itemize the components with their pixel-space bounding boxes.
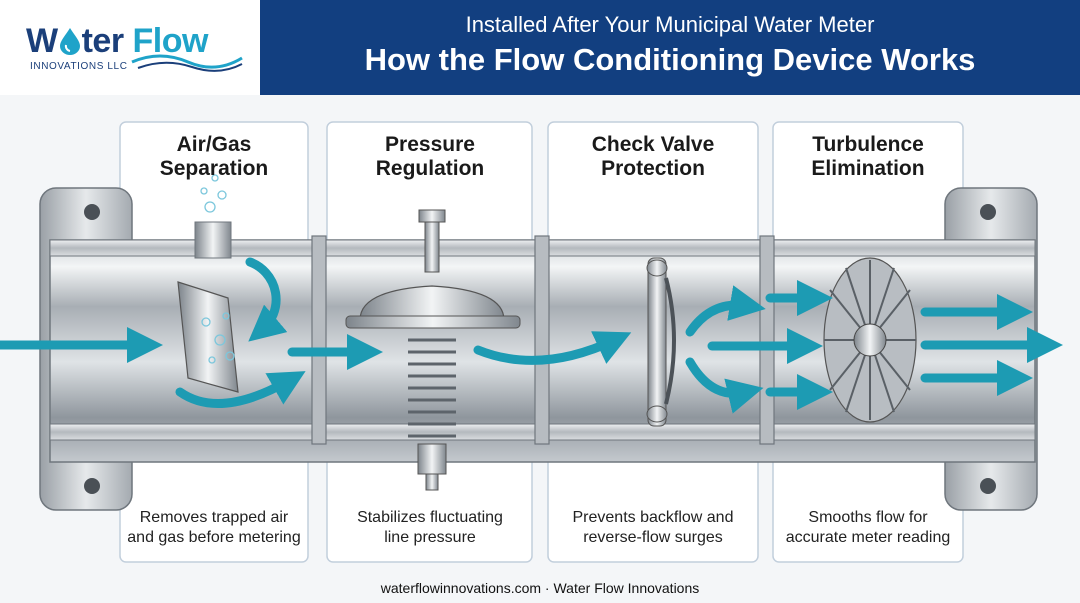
logo-subtitle: INNOVATIONS LLC <box>30 61 128 72</box>
card-desc-turbulence: Smooths flow for accurate meter reading <box>785 509 951 546</box>
card-desc-pressure: Stabilizes fluctuating line pressure <box>357 509 503 546</box>
card-desc-check-valve: Prevents backflow and reverse-flow surge… <box>572 509 734 546</box>
flow-arrows <box>0 257 1063 414</box>
swirl-arrow-icon <box>245 257 288 342</box>
card-desc-air-gas: Removes trapped air and gas before meter… <box>127 509 301 546</box>
footer-credit: waterflowinnovations.com · Water Flow In… <box>380 580 700 596</box>
wave-icon <box>131 54 243 72</box>
logo-word-water: ter <box>81 22 124 60</box>
flow-arrow-icon <box>473 331 632 365</box>
card-title-air-gas: Air/Gas Separation <box>159 133 269 180</box>
turbulence-eliminator <box>823 257 917 423</box>
card-title-check-valve: Check Valve Protection <box>591 133 715 180</box>
flow-arrow-icon <box>685 357 764 414</box>
card-title-turbulence: Turbulence Elimination <box>811 133 925 180</box>
card-title-pressure: Pressure Regulation <box>375 133 485 180</box>
page-title: How the Flow Conditioning Device Works <box>364 42 976 77</box>
water-drop-icon <box>60 28 80 55</box>
logo-letter-w: W <box>26 22 58 60</box>
flow-arrow-icon <box>685 285 766 337</box>
air-bubble-icons <box>200 174 235 364</box>
pressure-regulator <box>345 209 521 491</box>
swirl-arrow-icon <box>175 371 306 409</box>
flow-device-diagram <box>0 121 1063 563</box>
header-band: Installed After Your Municipal Water Met… <box>260 0 1080 95</box>
logo-word-flow: Flow <box>132 22 209 60</box>
header-subtitle: Installed After Your Municipal Water Met… <box>465 12 875 37</box>
check-valve <box>646 257 676 427</box>
air-separator <box>177 174 239 393</box>
spring-coil <box>408 338 456 438</box>
